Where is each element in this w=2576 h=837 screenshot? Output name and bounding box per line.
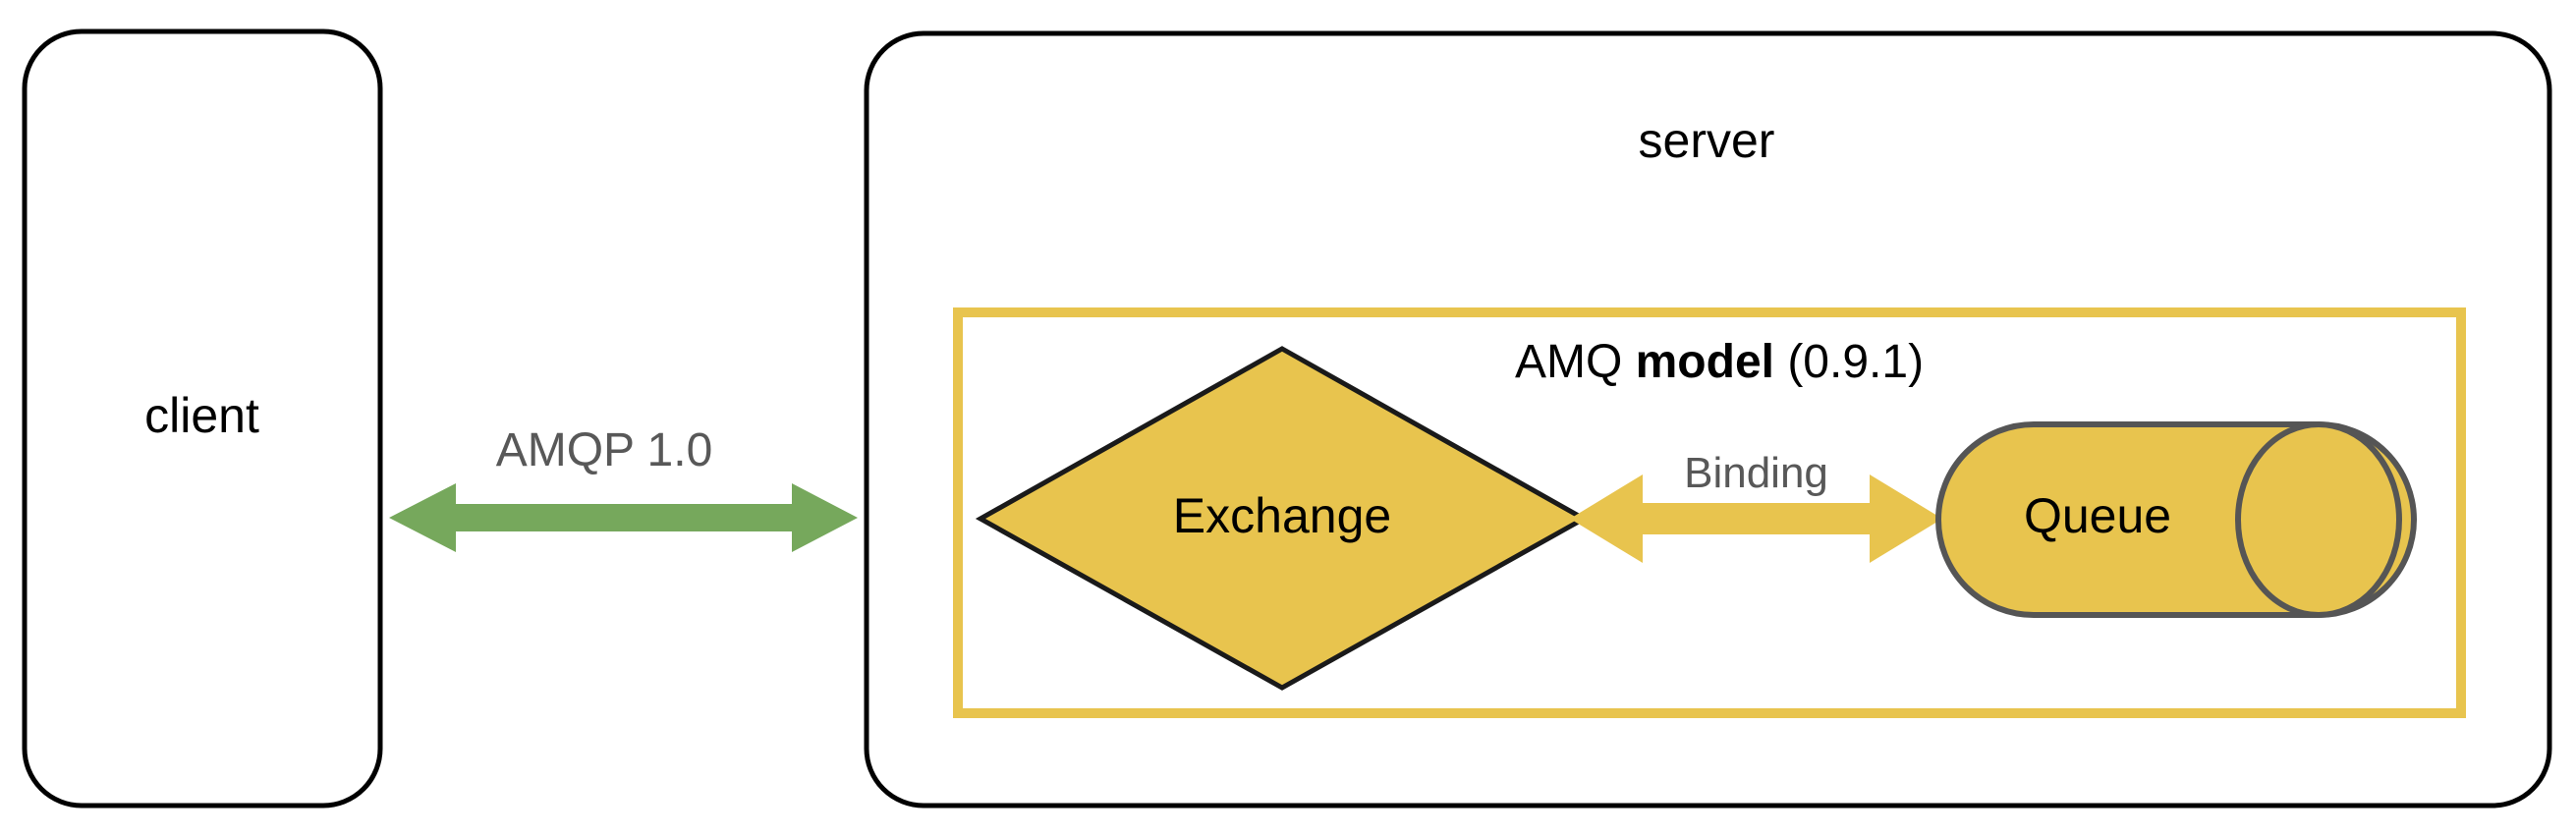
server-label: server	[1638, 113, 1775, 168]
amq-model-box[interactable]	[953, 307, 2466, 718]
amq-model-label-suffix: (0.9.1)	[1773, 336, 1925, 388]
queue-cylinder[interactable]	[1935, 421, 2417, 618]
amq-model-label-bold: model	[1635, 336, 1774, 388]
client-box[interactable]	[22, 28, 383, 809]
amqp-edge-label: AMQP 1.0	[495, 424, 713, 476]
queue-label: Queue	[2023, 488, 2172, 543]
exchange-label: Exchange	[1172, 488, 1392, 543]
amqp-arrow[interactable]	[389, 483, 858, 552]
amq-model-label: AMQ model (0.9.1)	[1228, 339, 2211, 386]
binding-edge-label: Binding	[1684, 449, 1828, 497]
client-label: client	[144, 388, 259, 443]
amq-model-label-prefix: AMQ	[1514, 336, 1636, 388]
exchange-diamond[interactable]	[975, 346, 1590, 691]
binding-arrow[interactable]	[1570, 474, 1942, 563]
